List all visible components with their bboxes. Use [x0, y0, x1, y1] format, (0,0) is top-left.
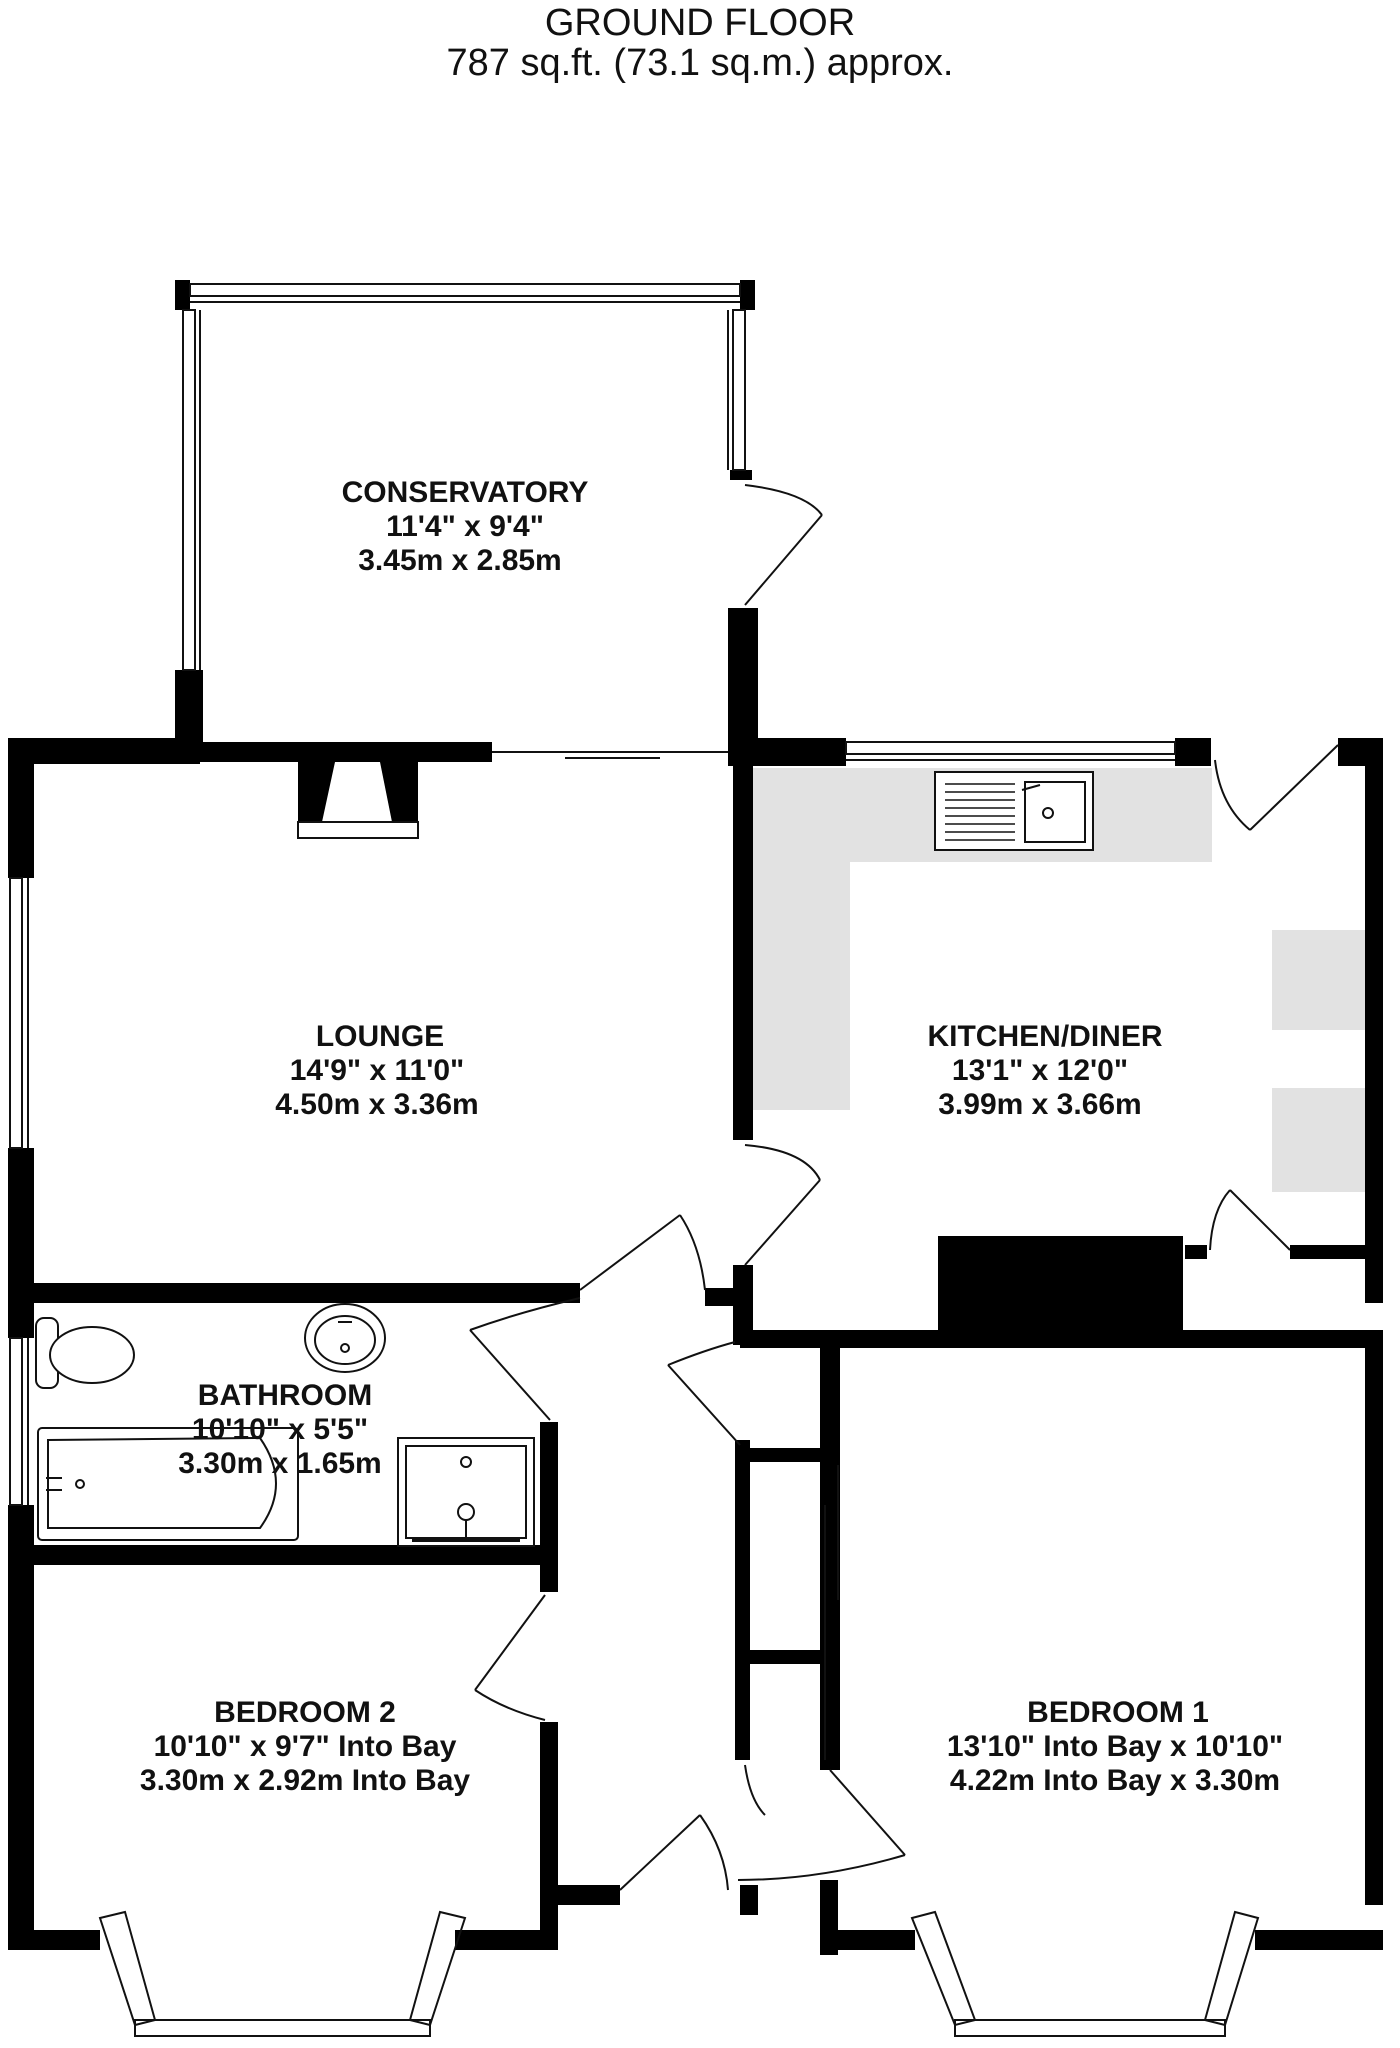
- walls: [8, 280, 1383, 1955]
- kitchen-worktops: [752, 768, 1365, 1192]
- window-icon: [9, 1337, 23, 1506]
- lounge-metric: 4.50m x 3.36m: [275, 1088, 478, 1121]
- window-icon: [845, 741, 1176, 755]
- window-icon: [910, 1910, 977, 2027]
- bedroom1-name: BEDROOM 1: [1027, 1696, 1209, 1729]
- bedroom2-metric: 3.30m x 2.92m Into Bay: [140, 1764, 470, 1797]
- bedroom2-name: BEDROOM 2: [214, 1696, 396, 1729]
- conservatory-name: CONSERVATORY: [342, 476, 589, 509]
- window-icon: [98, 1910, 157, 2027]
- conservatory-metric: 3.45m x 2.85m: [358, 544, 561, 577]
- kitchen-metric: 3.99m x 3.66m: [938, 1088, 1141, 1121]
- shower-icon: [397, 1437, 535, 1547]
- sink-icon: [934, 771, 1094, 851]
- lounge-name: LOUNGE: [316, 1020, 444, 1053]
- sliding-door: [492, 751, 728, 759]
- bathroom-name: BATHROOM: [198, 1379, 372, 1412]
- lounge-imperial: 14'9" x 11'0": [290, 1054, 465, 1087]
- door-swing-icon: [469, 484, 1339, 1891]
- kitchen-imperial: 13'1" x 12'0": [952, 1054, 1128, 1087]
- bedroom1-imperial: 13'10" Into Bay x 10'10": [947, 1730, 1283, 1763]
- toilet-icon: [35, 1317, 135, 1389]
- floor-area: 787 sq.ft. (73.1 sq.m.) approx.: [446, 42, 954, 84]
- window-icon: [9, 877, 23, 1149]
- bedroom2-imperial: 10'10" x 9'7" Into Bay: [154, 1730, 457, 1763]
- windows: [9, 283, 1260, 2037]
- fireplace-icon: [297, 762, 419, 839]
- window-icon: [182, 309, 196, 671]
- kitchen-name: KITCHEN/DINER: [927, 1020, 1162, 1053]
- floor-title: GROUND FLOOR: [544, 2, 856, 44]
- bathroom-metric: 3.30m x 1.65m: [178, 1447, 381, 1480]
- bath-icon: [37, 1427, 299, 1541]
- conservatory-imperial: 11'4" x 9'4": [386, 510, 544, 543]
- window-icon: [189, 283, 741, 297]
- bedroom1-metric: 4.22m Into Bay x 3.30m: [950, 1764, 1280, 1797]
- window-icon: [732, 309, 746, 471]
- basin-icon: [304, 1303, 386, 1373]
- bathroom-imperial: 10'10" x 5'5": [192, 1413, 368, 1446]
